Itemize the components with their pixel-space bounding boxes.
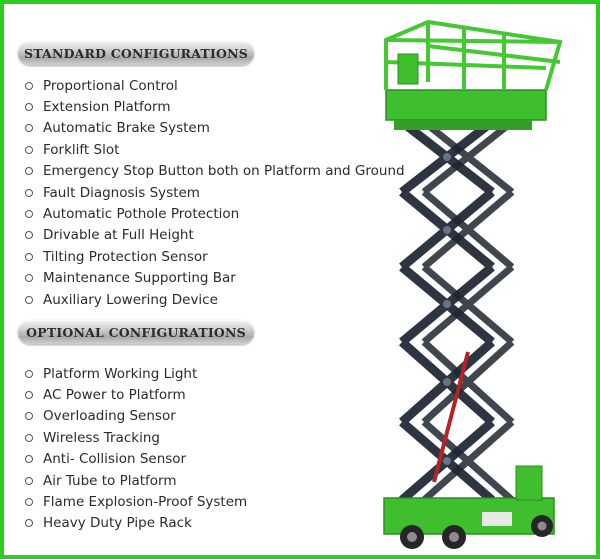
bullet-icon	[25, 231, 33, 240]
bullet-icon	[25, 455, 33, 464]
list-item: Air Tube to Platform	[25, 470, 247, 491]
pivot-pins	[443, 153, 451, 465]
list-item: Fault Diagnosis System	[25, 182, 405, 203]
bullet-icon	[25, 433, 33, 442]
list-item-label: Forklift Slot	[43, 141, 120, 158]
optional-configurations-list: Platform Working Light AC Power to Platf…	[25, 363, 247, 534]
list-item-label: Wireless Tracking	[43, 429, 160, 446]
bullet-icon	[25, 391, 33, 400]
standard-configurations-list: Proportional Control Extension Platform …	[25, 75, 405, 310]
work-platform	[384, 19, 563, 130]
list-item: Automatic Brake System	[25, 118, 405, 139]
list-item: Drivable at Full Height	[25, 225, 405, 246]
bullet-icon	[25, 369, 33, 378]
bullet-icon	[25, 519, 33, 528]
bullet-icon	[25, 498, 33, 507]
list-item-label: Maintenance Supporting Bar	[43, 270, 236, 287]
bullet-icon	[25, 167, 33, 176]
bullet-icon	[25, 145, 33, 154]
list-item: Extension Platform	[25, 96, 405, 117]
list-item: Proportional Control	[25, 75, 405, 96]
scissor-arms-back	[421, 119, 515, 503]
list-item-label: Flame Explosion-Proof System	[43, 494, 248, 511]
list-item: Auxiliary Lowering Device	[25, 289, 405, 310]
hydraulic-cylinder	[432, 351, 470, 483]
list-item: Maintenance Supporting Bar	[25, 268, 405, 289]
list-item-label: Automatic Brake System	[43, 120, 210, 137]
bullet-icon	[25, 81, 33, 90]
standard-configurations-header: Standard Configurations	[18, 41, 254, 65]
list-item-label: Proportional Control	[43, 77, 178, 94]
list-item-label: Tilting Protection Sensor	[43, 248, 208, 265]
list-item-label: Emergency Stop Button both on Platform a…	[43, 163, 405, 180]
list-item-label: Heavy Duty Pipe Rack	[43, 515, 192, 532]
list-item-label: Anti- Collision Sensor	[43, 451, 187, 468]
bullet-icon	[25, 412, 33, 421]
bullet-icon	[25, 274, 33, 283]
bullet-icon	[25, 210, 33, 219]
list-item-label: Fault Diagnosis System	[43, 184, 200, 201]
list-item-label: Drivable at Full Height	[43, 227, 194, 244]
bullet-icon	[25, 188, 33, 197]
scissor-lift-image	[383, 19, 563, 549]
optional-configurations-title: Optional Configurations	[26, 324, 246, 340]
list-item: Anti- Collision Sensor	[25, 449, 247, 470]
list-item: Tilting Protection Sensor	[25, 246, 405, 267]
list-item-label: Air Tube to Platform	[43, 472, 177, 489]
list-item-label: Platform Working Light	[43, 365, 198, 382]
list-item: Emergency Stop Button both on Platform a…	[25, 161, 405, 182]
bullet-icon	[25, 295, 33, 304]
list-item: Wireless Tracking	[25, 427, 247, 448]
list-item: AC Power to Platform	[25, 384, 247, 405]
optional-configurations-header: Optional Configurations	[18, 320, 254, 344]
list-item-label: Overloading Sensor	[43, 408, 176, 425]
bullet-icon	[25, 476, 33, 485]
bullet-icon	[25, 124, 33, 133]
list-item-label: Extension Platform	[43, 99, 171, 116]
list-item: Heavy Duty Pipe Rack	[25, 513, 247, 534]
list-item: Automatic Pothole Protection	[25, 203, 405, 224]
list-item: Overloading Sensor	[25, 406, 247, 427]
list-item-label: Auxiliary Lowering Device	[43, 291, 218, 308]
standard-configurations-title: Standard Configurations	[24, 45, 248, 61]
list-item: Flame Explosion-Proof System	[25, 491, 247, 512]
bullet-icon	[25, 252, 33, 261]
list-item-label: Automatic Pothole Protection	[43, 206, 240, 223]
list-item: Forklift Slot	[25, 139, 405, 160]
list-item-label: AC Power to Platform	[43, 387, 186, 404]
bullet-icon	[25, 103, 33, 112]
list-item: Platform Working Light	[25, 363, 247, 384]
chassis-base	[383, 465, 555, 549]
